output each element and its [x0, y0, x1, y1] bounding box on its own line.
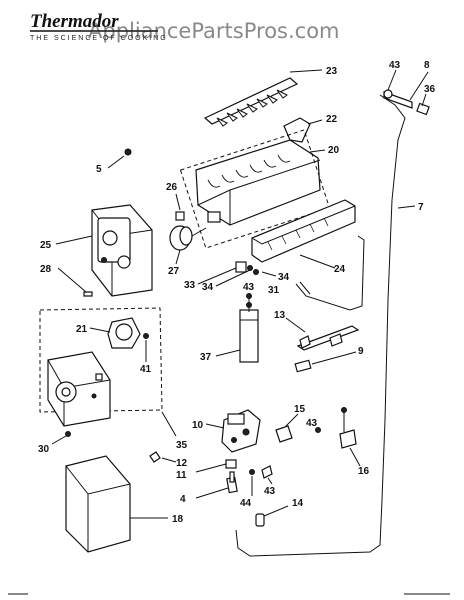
- part-cover-22: [283, 117, 323, 143]
- callout-30: 30: [38, 444, 50, 455]
- callout-28: 28: [40, 264, 52, 275]
- brand-logo: Thermador: [30, 11, 119, 32]
- part-bracket-37: [215, 293, 259, 363]
- part-leader-35: [161, 411, 177, 437]
- callout-41: 41: [140, 364, 152, 375]
- part-valve-10: [205, 409, 261, 453]
- part-fill-tube-7: [235, 94, 416, 557]
- callout-37: 37: [200, 352, 212, 363]
- callout-labels: 23 43 8 36 22 5 20 26 7 25 27 33 34 34 3…: [38, 60, 436, 525]
- callout-21: 21: [76, 324, 88, 335]
- callout-4: 4: [180, 494, 186, 505]
- callout-34-left: 34: [202, 282, 214, 293]
- part-ejector-23: [203, 69, 323, 127]
- brand-header: Thermador THE SCIENCE OF COOKING: [30, 11, 168, 42]
- callout-35: 35: [176, 440, 188, 451]
- callout-11: 11: [176, 470, 187, 481]
- callout-33: 33: [184, 280, 196, 291]
- callout-13: 13: [274, 310, 286, 321]
- callout-16: 16: [358, 466, 370, 477]
- callout-36: 36: [424, 84, 436, 95]
- callout-43-clip: 43: [306, 418, 318, 429]
- callout-31: 31: [268, 285, 280, 296]
- callout-7: 7: [418, 202, 424, 213]
- callout-24: 24: [334, 264, 346, 275]
- callout-25: 25: [40, 240, 52, 251]
- callout-18: 18: [172, 514, 184, 525]
- part-screw-5: [107, 148, 132, 169]
- part-screw-28: [57, 267, 93, 297]
- callout-23: 23: [326, 66, 338, 77]
- part-mold-20: [179, 129, 331, 249]
- callout-34-right: 34: [278, 272, 290, 283]
- callout-14: 14: [292, 498, 304, 509]
- callout-43-lower: 43: [264, 486, 276, 497]
- callout-12: 12: [176, 458, 188, 469]
- callout-27: 27: [168, 266, 180, 277]
- part-inset-control-module: [39, 307, 163, 427]
- part-harness-31: [295, 235, 365, 311]
- callout-44: 44: [240, 498, 252, 509]
- part-fitting-8-36: [383, 69, 430, 116]
- callout-26: 26: [166, 182, 178, 193]
- part-coupler-26-27: [169, 193, 207, 265]
- callout-5: 5: [96, 164, 102, 175]
- callout-15: 15: [294, 404, 306, 415]
- part-bracket-24: [251, 199, 356, 269]
- callout-43-bracket: 43: [243, 282, 255, 293]
- watermark-text: AppliancePartsPros.com: [88, 19, 340, 43]
- callout-43: 43: [389, 60, 401, 71]
- callout-22: 22: [326, 114, 338, 125]
- part-fitting-14: [255, 505, 289, 527]
- brand-tagline: THE SCIENCE OF COOKING: [30, 35, 168, 42]
- part-clips-33-34: [197, 261, 277, 287]
- part-shutoff-13-9: [285, 317, 360, 373]
- callout-20: 20: [328, 145, 340, 156]
- callout-10: 10: [192, 420, 204, 431]
- part-hardware-lower: [149, 451, 273, 499]
- part-housing-25: [55, 204, 153, 297]
- callout-8: 8: [424, 60, 430, 71]
- callout-9: 9: [358, 346, 364, 357]
- part-line-clips-15-16: [275, 407, 361, 467]
- part-screw-30: [51, 431, 71, 445]
- part-bin-18: [65, 455, 168, 553]
